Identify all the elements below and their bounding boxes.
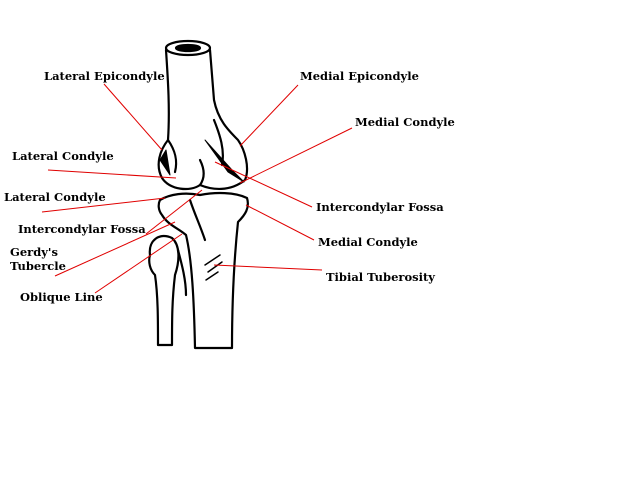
leader-oblique-line <box>94 233 183 294</box>
label-medial-epicondyle: Medial Epicondyle <box>300 69 419 83</box>
label-lateral-epicondyle: Lateral Epicondyle <box>44 69 165 83</box>
leader-intercondylar-fossa-left <box>145 189 203 235</box>
leader-lateral-condyle-tibia <box>41 197 166 213</box>
femur <box>157 39 249 191</box>
label-intercondylar-fossa-left: Intercondylar Fossa <box>18 222 146 236</box>
label-gerdys-line1: Gerdy's <box>10 245 58 259</box>
leader-tibial-tuberosity <box>213 264 323 271</box>
label-lateral-condyle-tibia: Lateral Condyle <box>4 190 106 204</box>
leader-gerdys-tubercle <box>54 221 176 277</box>
leader-lateral-condyle-femur <box>47 169 177 179</box>
label-lateral-condyle-femur: Lateral Condyle <box>12 149 114 163</box>
leader-lines <box>41 83 353 294</box>
label-medial-condyle-femur: Medial Condyle <box>355 115 455 129</box>
fibula <box>148 234 188 347</box>
label-gerdys-line2: Tubercle <box>10 259 66 273</box>
leader-medial-condyle-tibia <box>245 204 315 241</box>
leader-medial-condyle-femur <box>239 127 353 184</box>
label-oblique-line: Oblique Line <box>20 290 103 304</box>
label-medial-condyle-tibia: Medial Condyle <box>318 235 418 249</box>
label-intercondylar-fossa-right: Intercondylar Fossa <box>316 200 444 214</box>
leader-medial-epicondyle <box>239 84 299 147</box>
leader-intercondylar-fossa-right <box>214 161 313 208</box>
leader-lateral-epicondyle <box>103 83 163 151</box>
tibia <box>157 191 249 350</box>
label-tibial-tuberosity: Tibial Tuberosity <box>326 270 435 284</box>
